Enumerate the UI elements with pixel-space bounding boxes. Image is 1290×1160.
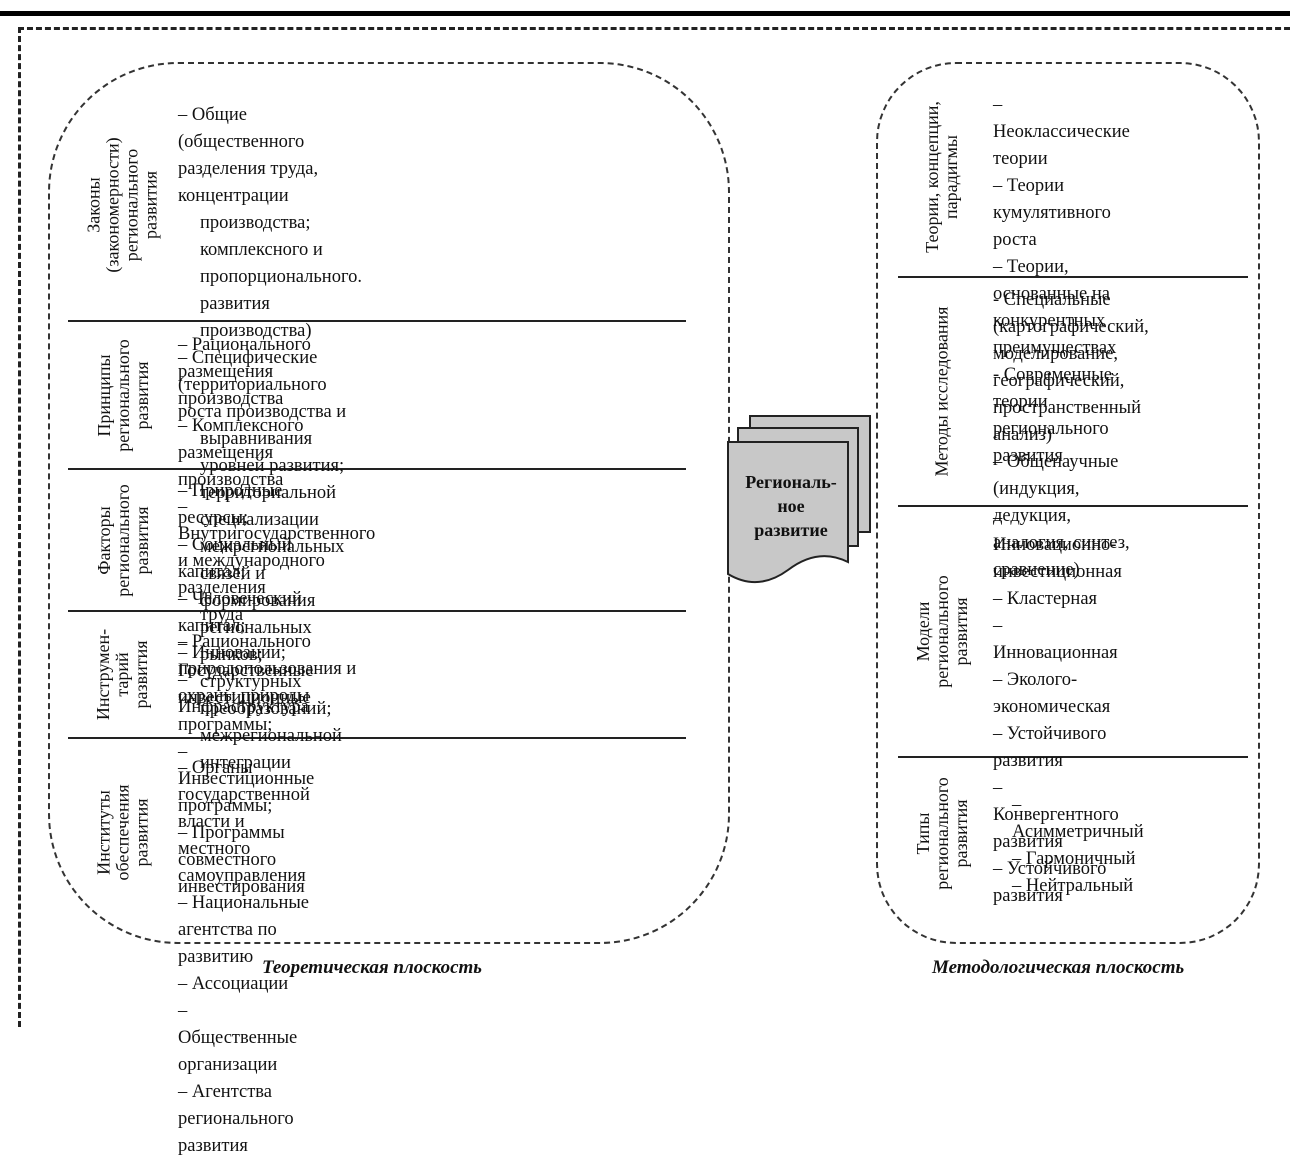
list-item: – Асимметричный xyxy=(1012,795,1144,842)
list-item: – Программы совместного инвестирования xyxy=(178,823,305,897)
list-item: – Инвестиционные программы; xyxy=(178,742,315,816)
list-item: сравнение) xyxy=(993,560,1080,580)
list-item: – Гармоничный xyxy=(1012,849,1136,869)
list-item: региональных рынков; структурных преобра… xyxy=(200,618,332,719)
list-item: – Агентства регионального развития xyxy=(178,1082,294,1156)
methodological-plane-caption: Методологическая плоскость xyxy=(932,957,1185,978)
list-item: – Общие (общественного разделения труда,… xyxy=(178,105,319,206)
stacked-documents-icon xyxy=(727,415,871,584)
divider-line xyxy=(68,610,686,612)
divider-line xyxy=(898,756,1248,758)
models-list: – Инновационно- инвестиционная – Кластер… xyxy=(993,505,1122,910)
list-item: труда xyxy=(200,605,244,625)
outer-dashed-frame xyxy=(18,27,1290,1027)
section-label-methods: Методы исследования xyxy=(931,306,952,477)
top-rule xyxy=(0,11,1290,16)
list-item: (картографический, xyxy=(993,317,1149,337)
list-item: – Инновационная xyxy=(993,616,1118,663)
list-item: – Природные ресурсы; xyxy=(178,481,283,528)
list-item: – Эколого-экономическая xyxy=(993,670,1111,717)
principles-list: – Рационального размещения производства … xyxy=(178,332,375,710)
list-item: – Инновационно- xyxy=(993,508,1117,555)
list-item: – Ассоциации xyxy=(178,974,289,994)
list-item: самоуправления xyxy=(178,866,306,886)
list-item: – Инновации; xyxy=(178,643,286,663)
list-item: – Внутригосударственного и международног… xyxy=(178,497,376,598)
theories-list: – Неоклассические теории – Теории кумуля… xyxy=(993,92,1130,470)
list-item: – Специфические (территориального роста … xyxy=(178,348,347,422)
list-item: межрегиональной интеграции xyxy=(200,726,342,773)
list-item: – Кластерная xyxy=(993,589,1098,609)
divider-line xyxy=(898,505,1248,507)
laws-list: – Общие (общественного разделения труда,… xyxy=(178,102,362,777)
list-item: пространственный анализ) xyxy=(993,398,1142,445)
list-item: развития производства) xyxy=(200,294,312,341)
list-item: – Общественные организации xyxy=(178,1001,298,1075)
list-item: моделирование, xyxy=(993,344,1119,364)
divider-line xyxy=(898,276,1248,278)
list-item: - Специальные xyxy=(993,290,1111,310)
list-item: – Рационального размещения производства xyxy=(178,335,311,409)
list-item: специализации межрегиональных связей и ф… xyxy=(200,510,345,611)
list-item: конкурентных преимуществах xyxy=(993,311,1117,358)
tools-list: – Государственные инвестиционные програм… xyxy=(178,631,314,901)
list-item: - Современные теории xyxy=(993,365,1112,412)
section-label-theories: Теории, концепции,парадигмы xyxy=(922,101,961,253)
list-item: – Устойчивого развития xyxy=(993,724,1107,771)
list-item: – Теории кумулятивного роста xyxy=(993,176,1111,250)
list-item: – Человеческий капитал; xyxy=(178,589,302,636)
list-item: регионального развития xyxy=(993,419,1109,466)
divider-line xyxy=(68,468,686,470)
list-item: – Нейтральный xyxy=(1012,876,1134,896)
types-list: – Асимметричный – Гармоничный – Нейтраль… xyxy=(1012,792,1144,900)
methodological-plane-panel xyxy=(876,62,1260,944)
methods-list: - Специальные (картографический, моделир… xyxy=(993,287,1149,584)
list-item: инвестиционная xyxy=(993,562,1122,582)
list-item: производства; комплексного и пропорциона… xyxy=(200,213,362,287)
factors-list: – Природные ресурсы; – Социальный капита… xyxy=(178,478,309,721)
list-item: выравнивания уровней развития; территори… xyxy=(200,429,345,503)
list-item: – Теории, основанные на xyxy=(993,257,1110,304)
list-item: – Комплексного размещения производства xyxy=(178,416,304,490)
divider-line xyxy=(68,320,686,322)
theoretical-plane-caption: Теоретическая плоскость xyxy=(262,957,482,978)
list-item: – Государственные инвестиционные програм… xyxy=(178,634,314,735)
list-item: – Рационального природопользования и охр… xyxy=(178,632,357,706)
list-item: – Неоклассические теории xyxy=(993,95,1130,169)
list-item: – Инфраструктура xyxy=(178,670,309,717)
list-item: географический, xyxy=(993,371,1125,391)
list-item: – Общенаучные (индукция, xyxy=(993,452,1119,499)
list-item: – Конвергентного развития xyxy=(993,778,1119,852)
list-item: – Устойчивого развития xyxy=(993,859,1107,906)
list-item: – Национальные агентства по развитию xyxy=(178,893,309,967)
list-item: дедукция, аналогия, синтез, xyxy=(993,506,1130,553)
list-item: – Органы государственной власти и местно… xyxy=(178,758,310,859)
divider-line xyxy=(68,737,686,739)
list-item: – Социальный капитал; xyxy=(178,535,292,582)
